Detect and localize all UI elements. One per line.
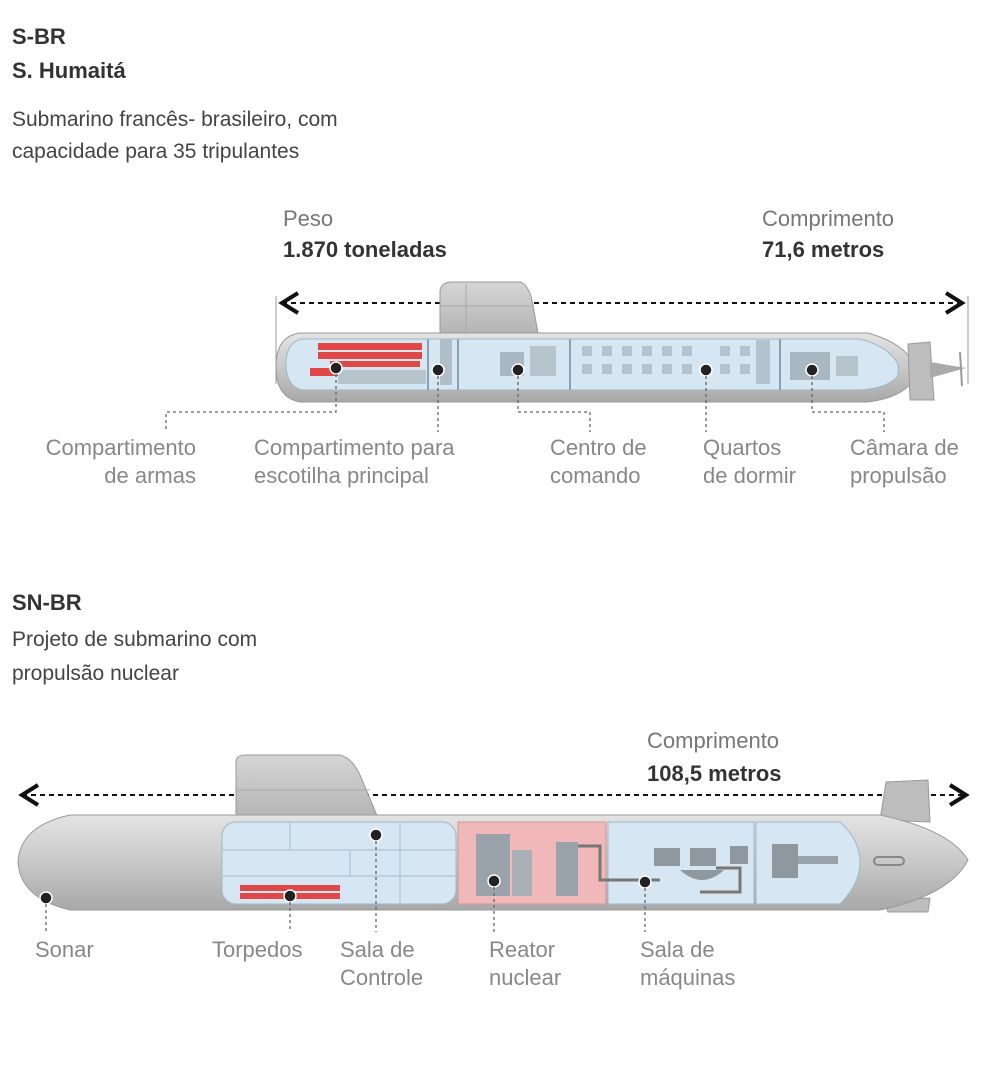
sub1-submarine — [275, 281, 966, 403]
sub2-submarine — [17, 754, 969, 913]
sub1-peso-label: Peso — [283, 206, 334, 231]
label-compartimento-armas: Compartimento de armas — [45, 435, 196, 488]
label-sonar: Sonar — [35, 937, 94, 962]
label-compartimento-escotilha: Compartimento para escotilha principal — [254, 435, 455, 488]
label-sala-maquinas: Sala de máquinas — [640, 937, 736, 990]
sub2-comp-label: Comprimento — [647, 728, 780, 753]
sub2-code: SN-BR — [12, 590, 82, 615]
sub1-leader-lines — [165, 374, 885, 432]
sub1-desc-line1: Submarino francês- brasileiro, com — [12, 108, 338, 131]
label-sala-controle: Sala de Controle — [340, 937, 424, 990]
sub1-code: S-BR — [12, 24, 66, 49]
sub1-desc-line2: capacidade para 35 tripulantes — [12, 140, 300, 163]
sub2-desc-line2: propulsão nuclear — [12, 662, 179, 685]
label-camara-propulsao: Câmara de propulsão — [850, 435, 959, 488]
sub2-comp-value: 108,5 metros — [647, 761, 782, 786]
sub2-leader-lines — [45, 841, 646, 932]
sub1-comp-value: 71,6 metros — [762, 237, 885, 262]
sub1-comp-label: Comprimento — [762, 206, 895, 231]
label-centro-comando: Centro de comando — [550, 435, 647, 488]
sub1-name: S. Humaitá — [12, 58, 126, 83]
label-reator-nuclear: Reator nuclear — [489, 937, 562, 990]
label-quartos-dormir: Quartos de dormir — [703, 435, 796, 488]
label-torpedos: Torpedos — [212, 937, 303, 962]
sub1-peso-value: 1.870 toneladas — [283, 237, 447, 262]
sub2-desc-line1: Projeto de submarino com — [12, 628, 258, 651]
